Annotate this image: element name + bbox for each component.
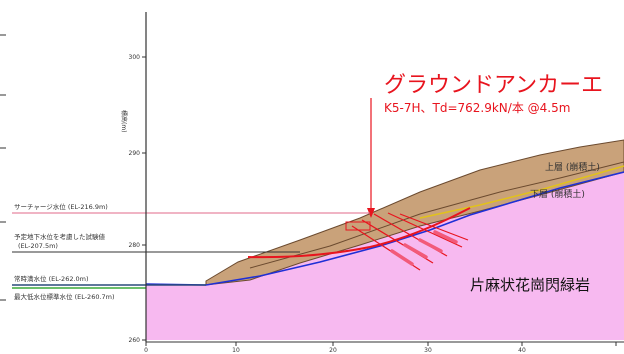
anchor-bond-zone (433, 230, 458, 244)
anchor-line (387, 212, 463, 248)
anchor-bond-zones (390, 230, 458, 266)
x-tick-label: 0 (144, 347, 148, 354)
x-tick-label: 30 (424, 347, 432, 354)
upper-layer-label: 上層 (崩積土) (545, 161, 600, 173)
anchor-title: グラウンドアンカーエ (384, 73, 603, 98)
slip-surface-line (145, 171, 624, 286)
lower-layer-boundary (249, 161, 624, 269)
lowest-water-level-label: 最大低水位標準水位 (EL-260.7m) (14, 292, 115, 301)
normal-water-level-label: 常時満水位 (EL-262.0m) (14, 274, 89, 283)
x-tick-label: 20 (329, 347, 337, 354)
critical-slip-arc (247, 207, 471, 259)
anchor-spec: K5-7H、Td=762.9kN/本 @4.5m (384, 101, 570, 115)
x-axis: 0 10 20 30 40 (144, 341, 624, 354)
colluvium-base-line (419, 165, 624, 219)
design-groundwater-label: 予定地下水位を考慮した試験値 (14, 232, 106, 241)
anchor-callout-arrow (367, 98, 375, 218)
design-groundwater-sublabel: (EL-207.5m) (18, 242, 58, 250)
left-edge-marks (0, 34, 6, 301)
anchor-pressure-plate (345, 221, 371, 231)
anchor-bond-zone (390, 249, 414, 266)
lower-layer-label: 下層 (崩積土) (530, 188, 585, 200)
y-tick-label: 290 (129, 150, 141, 157)
y-tick-label: 300 (129, 54, 141, 61)
bedrock-label: 片麻状花崗閃緑岩 (470, 276, 590, 294)
anchor-bond-zone (418, 238, 443, 253)
y-axis-label: 標高(m) (120, 110, 128, 133)
anchor-bond-zone (403, 243, 428, 259)
y-axis: 300 290 280 260 標高(m) (120, 12, 147, 344)
surcharge-level-label: サーチャージ水位 (EL-216.9m) (14, 202, 108, 211)
bedrock-region (146, 172, 624, 340)
y-tick-label: 280 (129, 242, 141, 249)
anchor-line (399, 213, 469, 241)
y-tick-label: 260 (129, 337, 141, 344)
x-tick-label: 40 (518, 347, 526, 354)
x-tick-label: 10 (232, 347, 240, 354)
